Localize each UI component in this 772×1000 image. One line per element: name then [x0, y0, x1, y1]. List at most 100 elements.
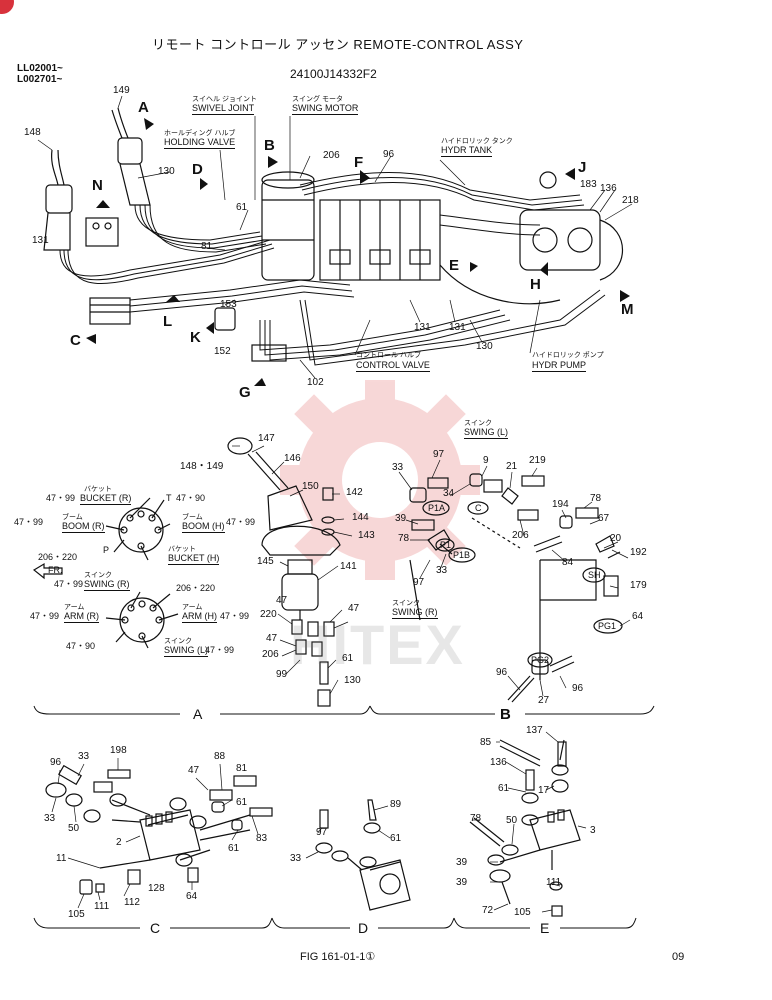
- b-ref-21: 21: [506, 461, 518, 472]
- swing-motor-label: SWING MOTOR: [292, 103, 359, 115]
- pilot-valve-n: [85, 217, 119, 247]
- b-ref-9: 9: [483, 455, 489, 466]
- a-ref-146: 146: [284, 453, 301, 464]
- view-letter-k: K: [190, 329, 201, 346]
- ref-96-top: 96: [383, 149, 395, 160]
- block-g: [251, 344, 287, 362]
- e-ref-136: 136: [490, 757, 507, 768]
- d-ref-89: 89: [390, 799, 402, 810]
- port-arm-r: ARM (R): [64, 611, 99, 623]
- hose-bundle-top: [299, 172, 585, 236]
- c-ref-33-b: 33: [44, 813, 56, 824]
- swivel-joint-jp: スイヘル ジョイント: [192, 96, 257, 103]
- a-ref-130: 130: [344, 675, 361, 686]
- hydr-tank-jp: ハイドロリック タンク: [441, 138, 513, 145]
- ref-131-left: 131: [32, 235, 49, 246]
- port-bucket-h: BUCKET (H): [168, 553, 220, 565]
- b-ref-84: 84: [562, 557, 574, 568]
- port-p-lower: 206・220: [176, 583, 216, 593]
- port-bucket-r-jp: バケット: [84, 486, 112, 493]
- view-letter-c: C: [70, 332, 81, 349]
- leader-lines-b: [398, 459, 631, 697]
- ref-218: 218: [622, 195, 639, 206]
- detail-b-valve: [409, 473, 623, 703]
- e-ref-61: 61: [498, 783, 510, 794]
- b-ref-96-a: 96: [496, 667, 508, 678]
- port-f-label: P: [103, 545, 110, 555]
- manifold-c: [89, 297, 131, 325]
- a-ref-142: 142: [346, 487, 363, 498]
- e-ref-50: 50: [506, 815, 518, 826]
- view-letter-n: N: [92, 177, 103, 194]
- leader-lines-c: [51, 758, 259, 909]
- leader-lines-e: [472, 731, 587, 913]
- view-letter-f: F: [354, 154, 364, 171]
- hydraulic-pump: [519, 171, 623, 281]
- port-arm-h-parts: 47・99: [220, 611, 250, 621]
- port-boom-r: BOOM (R): [62, 521, 105, 533]
- port-swing-l: SWING (L): [164, 645, 208, 657]
- ref-61-top: 61: [236, 202, 248, 213]
- port-arm-h: ARM (H): [182, 611, 217, 623]
- control-valve-bank: [319, 199, 441, 281]
- watermark-text: HITEX: [290, 613, 465, 676]
- b-ref-206: 206: [512, 530, 529, 541]
- b-port-pg1: PG1: [598, 621, 617, 631]
- e-ref-17: 17: [538, 785, 550, 796]
- ref-149: 149: [113, 85, 130, 96]
- port-boom-h: BOOM (H): [182, 521, 225, 533]
- detail-a-lever: [227, 437, 341, 707]
- b-ref-33-a: 33: [392, 462, 404, 473]
- ref-131-mid: 131: [414, 322, 431, 333]
- view-letter-h: H: [530, 276, 541, 293]
- ref-206-top: 206: [323, 150, 340, 161]
- a-ref-47-c: 47: [348, 603, 360, 614]
- port-diagram-upper: [105, 497, 171, 561]
- b-ref-97-a: 97: [433, 449, 445, 460]
- port-bucket-r: BUCKET (R): [80, 493, 132, 505]
- ref-102: 102: [307, 377, 324, 388]
- c-ref-33-a: 33: [78, 751, 90, 762]
- b-ref-97-b: 97: [413, 577, 425, 588]
- ref-131-right: 131: [449, 322, 466, 333]
- b-port-p1: P1: [440, 540, 452, 550]
- filter-j: [539, 171, 557, 189]
- ref-153: 153: [220, 299, 237, 310]
- c-ref-50: 50: [68, 823, 80, 834]
- hydr-tank-label: HYDR TANK: [441, 145, 493, 157]
- port-t-lower-parts: 47・90: [66, 641, 96, 651]
- swivel-joint-label: SWIVEL JOINT: [192, 103, 255, 115]
- a-ref-99: 99: [276, 669, 288, 680]
- b-port-p1b: P1B: [453, 550, 471, 560]
- e-ref-39-b: 39: [456, 877, 468, 888]
- ref-130-top: 130: [158, 166, 175, 177]
- c-ref-47: 47: [188, 765, 200, 776]
- port-boom-h-parts: 47・99: [226, 517, 256, 527]
- b-ref-67: 67: [598, 513, 610, 524]
- e-ref-39-a: 39: [456, 857, 468, 868]
- a-ref-220: 220: [260, 609, 277, 620]
- port-f-parts: 206・220: [38, 552, 78, 562]
- swing-motor-body: [261, 171, 315, 281]
- section-label-e: E: [540, 920, 550, 936]
- c-ref-198: 198: [110, 745, 127, 756]
- b-ref-34: 34: [443, 488, 455, 499]
- b-ref-219: 219: [529, 455, 546, 466]
- e-ref-3: 3: [590, 825, 596, 836]
- a-ref-141: 141: [340, 561, 357, 572]
- holding-valve-label: HOLDING VALVE: [164, 137, 236, 149]
- ref-148: 148: [24, 127, 41, 138]
- port-bucket-h-jp: バケット: [168, 546, 196, 553]
- b-ref-20: 20: [610, 533, 622, 544]
- view-letter-d: D: [192, 161, 203, 178]
- leader-lines-a: [232, 445, 353, 695]
- leader-lines-top: [37, 95, 633, 379]
- b-ref-39: 39: [395, 513, 407, 524]
- view-letter-j: J: [578, 159, 587, 176]
- front-arrow: [32, 562, 63, 580]
- a-ref-47-b: 47: [266, 633, 278, 644]
- divider-cde: [33, 917, 637, 929]
- swing-r-jp: スインク: [392, 600, 420, 607]
- b-port-p1a: P1A: [428, 503, 446, 513]
